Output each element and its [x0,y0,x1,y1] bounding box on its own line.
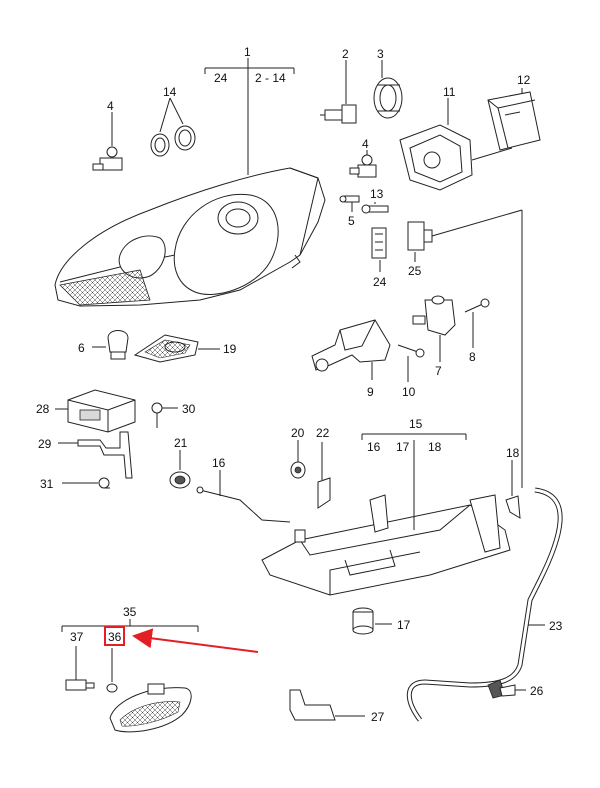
label-10: 10 [402,385,416,399]
bulb-holder-11: 11 [399,85,473,191]
label-15-sub-16: 16 [367,440,381,454]
bulb-2: 2 [320,47,357,124]
screw-31: 31 [40,477,110,491]
bushing-17: 17 [352,607,411,635]
highlight-box-36 [104,626,125,646]
bulb-6: 6 [78,330,129,360]
clip-26: 26 [487,679,544,699]
label-2: 2 [342,47,349,61]
label-27: 27 [371,710,385,724]
bracket-29: 29 [38,431,133,479]
label-30: 30 [182,402,196,416]
label-14: 14 [163,85,177,99]
control-unit-28: 28 [36,389,136,433]
label-26: 26 [530,684,544,698]
label-25: 25 [408,264,422,278]
label-11: 11 [443,85,456,99]
bulb-5: 5 [339,195,360,228]
screw-13: 13 [361,187,389,214]
label-15: 15 [409,417,423,431]
label-15-sub-18: 18 [428,440,442,454]
side-marker-35: 35 37 36 [61,605,199,733]
base-plate-15: 15 16 17 18 [261,417,511,596]
label-4-left: 4 [107,99,114,113]
label-35-sub-36: 36 [108,630,122,644]
label-6: 6 [78,341,85,355]
label-28: 28 [36,402,50,416]
nut-20: 20 [290,426,306,479]
label-18: 18 [506,446,520,460]
label-1-sub-24: 24 [214,71,228,85]
bulb-4-top-left: 4 [92,99,123,171]
headlight-housing [54,167,326,307]
label-31: 31 [40,477,54,491]
label-19: 19 [223,342,237,356]
bracket-27: 27 [289,689,385,724]
callout-1: 1 24 2 - 14 [204,45,295,175]
label-4-middle: 4 [362,137,369,151]
label-21: 21 [174,436,188,450]
label-15-sub-17: 17 [396,440,410,454]
label-29: 29 [38,437,52,451]
screw-10: 10 [397,344,425,399]
link-11-12 [471,147,513,161]
grommet-21: 21 [169,436,191,489]
label-13: 13 [370,187,384,201]
hose-23: 23 [406,487,563,722]
connector-24: 24 [371,227,387,289]
clip-22: 22 [316,426,331,509]
rod-16: 16 [196,456,291,523]
red-arrow-icon [132,628,259,653]
label-1: 1 [244,45,251,59]
label-20: 20 [291,426,305,440]
label-7: 7 [435,364,442,378]
label-5: 5 [348,214,355,228]
label-16-rod: 16 [212,456,226,470]
label-12: 12 [517,73,531,87]
clip-18: 18 [505,446,521,519]
label-17: 17 [397,618,411,632]
reflector-19: 19 [133,334,237,363]
seal-rings-14: 14 [150,85,196,157]
label-9: 9 [367,385,374,399]
bulb-4-middle: 4 [349,137,377,178]
label-35-sub-37: 37 [70,630,84,644]
bracket-9: 9 [311,319,391,399]
label-22: 22 [316,426,330,440]
label-35: 35 [123,605,137,619]
connector-25: 25 [407,209,523,278]
label-3: 3 [377,47,384,61]
screw-30: 30 [151,402,196,428]
screw-8: 8 [464,298,490,364]
label-1-sub-2-14: 2 - 14 [255,71,286,85]
label-24: 24 [373,275,387,289]
label-8: 8 [469,350,476,364]
bulb-cap-3: 3 [373,47,403,119]
label-23: 23 [549,619,563,633]
ballast-12: 12 [487,73,541,151]
motor-7: 7 [412,295,456,378]
